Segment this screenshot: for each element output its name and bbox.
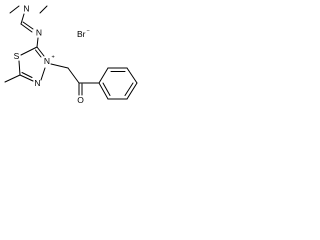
methyl-bond-left [9,5,20,14]
carbonyl-oxygen-label: O [77,95,84,105]
ring-bond-n3-c2-double [35,49,42,58]
ring-bond-n3-c2 [36,46,45,57]
imine-to-ring-bond [36,37,39,48]
ring-bond-n4-n3 [40,67,46,81]
ring-bond-c5-n4 [19,74,34,82]
imine-nitrogen-label: N [36,28,42,38]
ring-sulfur-label: S [14,51,20,61]
bromide-label: Br [77,29,86,39]
ring-nitrogen-plus-label: N [44,56,50,66]
ring-nitrogen-label: N [34,78,40,88]
ring-methyl-bond [4,74,21,83]
chemical-structure-diagram: N N Br − S N N + O [4,4,138,105]
methine-imine-bond [20,23,33,33]
nitrogen-to-methylene-bond [50,63,69,69]
ring-bond-c2-s [20,46,38,56]
amine-nitrogen-label: N [23,4,29,14]
methyl-bond-right [39,5,48,14]
phenyl-ring [98,67,138,100]
bromide-charge: − [87,28,90,34]
ring-bond-s-c5 [18,60,21,76]
ring-bond-c5-n4-double [21,72,33,78]
ring-nitrogen-plus-charge: + [52,55,55,61]
methine-imine-double-bond [22,21,34,30]
methylene-to-carbonyl-bond [67,67,80,84]
amine-to-methine-bond [20,13,25,25]
